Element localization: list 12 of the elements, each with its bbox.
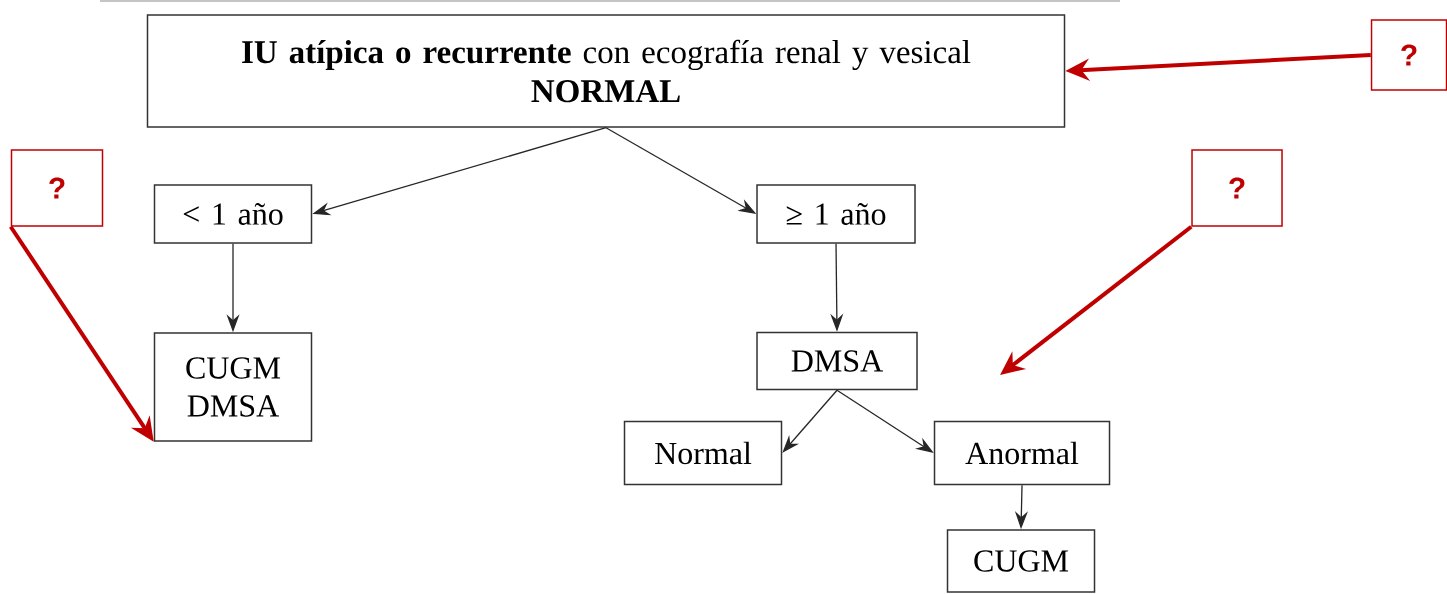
process-box: ≥ 1 año: [756, 184, 916, 244]
process-box: CUGM: [946, 529, 1096, 593]
process-box: IU atípica o recurrente con ecografía renal y vesical NORMAL: [146, 14, 1066, 128]
process-box: < 1 año: [153, 184, 313, 244]
process-box: CUGM DMSA: [153, 332, 313, 442]
arrow: [782, 389, 838, 453]
process-box: Normal: [623, 420, 783, 486]
question-box: ?: [1191, 149, 1283, 227]
process-box: Anormal: [933, 420, 1111, 486]
question-box: ?: [1370, 19, 1447, 91]
question-box: ?: [10, 149, 104, 227]
process-box: DMSA: [756, 331, 918, 391]
